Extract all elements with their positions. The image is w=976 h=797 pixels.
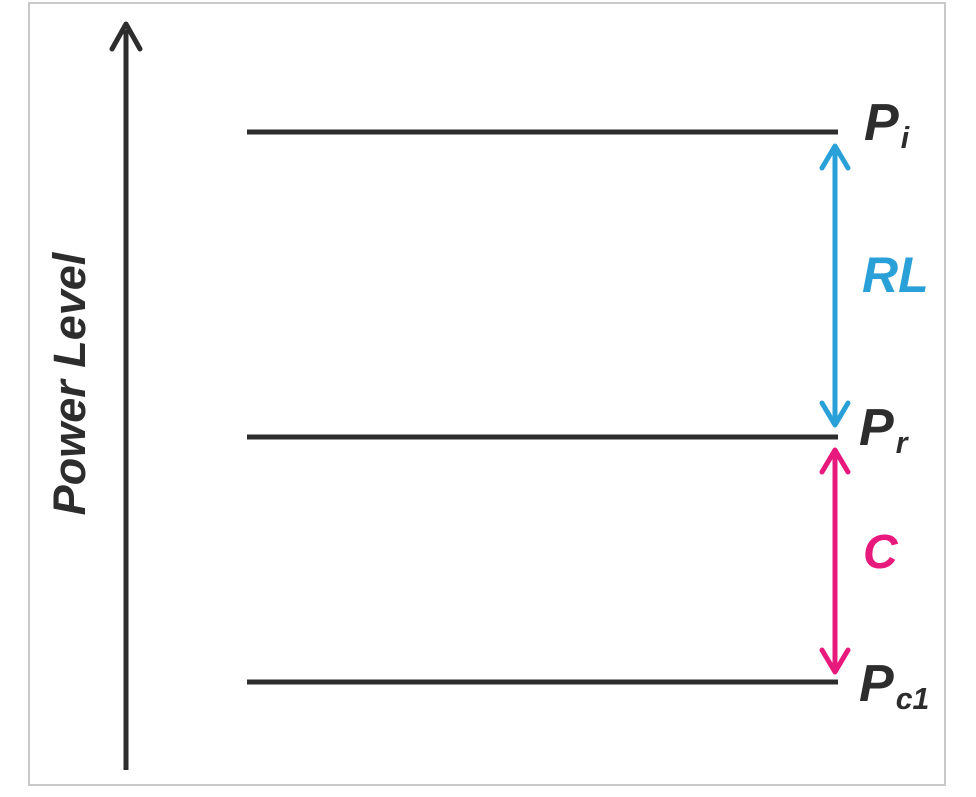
label-rl: RL [862, 247, 929, 303]
label-pi: Pi [864, 94, 909, 153]
label-c: C [863, 526, 898, 579]
label-pr: Pr [859, 399, 907, 458]
axis-up-arrowhead-icon [109, 21, 143, 52]
label-pc1-main: P [859, 655, 894, 713]
label-pi-main: P [864, 94, 899, 152]
label-pr-main: P [859, 399, 894, 457]
power-axis-label: Power Level [44, 252, 95, 516]
label-pc1: Pc1 [859, 655, 929, 714]
c-double-arrow-icon [819, 447, 851, 675]
label-pc1-sub: c1 [895, 682, 930, 716]
label-pr-sub: r [895, 426, 908, 460]
rl-double-arrow-icon [819, 143, 851, 428]
label-pi-sub: i [900, 121, 910, 155]
power-axis [109, 21, 143, 770]
